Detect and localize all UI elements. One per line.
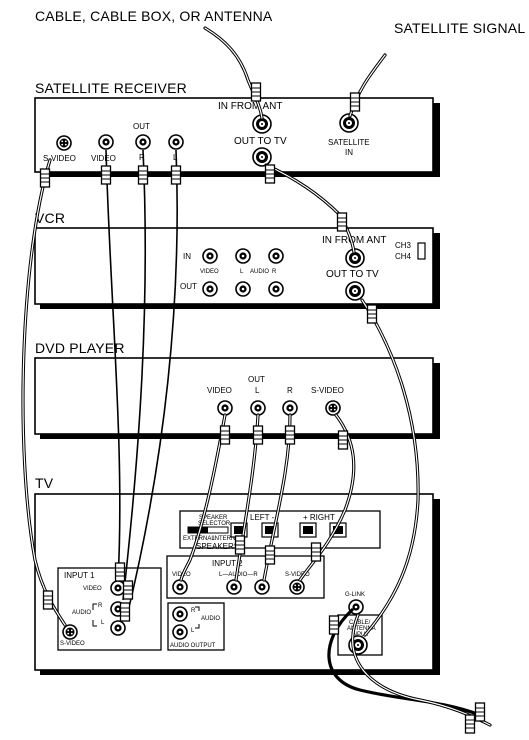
speaker-internal-label: INTERNAL <box>213 536 243 542</box>
cable-antenna-label-3: INPUT <box>351 632 369 638</box>
audio-output-label: AUDIO OUTPUT <box>170 643 216 649</box>
receiver-out-to-tv-label: OUT TO TV <box>234 136 287 147</box>
dvd-out-label: OUT <box>248 375 265 384</box>
vcr-out-to-tv-label: OUT TO TV <box>326 269 379 280</box>
vcr-audio-r-out-jack[interactable] <box>268 281 284 297</box>
input-2-audio-r-jack[interactable] <box>254 579 270 595</box>
vcr-r-label: R <box>272 269 277 275</box>
receiver-satellite-in-label-1: SATELLITE <box>328 138 370 147</box>
vcr-audio-r-in-jack[interactable] <box>268 248 284 264</box>
audio-output-l-jack[interactable] <box>172 624 188 640</box>
dvd-video-jack[interactable] <box>217 400 233 416</box>
vcr-video-label: VIDEO <box>200 269 219 275</box>
speaker-left-minus-label: LEFT - <box>250 513 275 522</box>
dvd-player: DVD PLAYER OUT VIDEO L R S-VIDEO <box>34 340 440 439</box>
cable-antenna-label-1: CABLE/ <box>349 620 371 626</box>
dvd-audio-r-jack[interactable] <box>282 400 298 416</box>
input-2-label: INPUT 2 <box>212 559 243 568</box>
vcr: VCR IN FROM ANT OUT TO TV CH3 CH4 IN OUT… <box>34 210 440 309</box>
vcr-ch3-label: CH3 <box>395 241 412 250</box>
receiver-s-video-label: S-VIDEO <box>43 154 76 163</box>
receiver-r-label: R <box>139 153 145 162</box>
input-1-label: INPUT 1 <box>64 571 95 580</box>
vcr-audio-l-in-jack[interactable] <box>235 248 251 264</box>
vcr-ch4-label: CH4 <box>395 252 412 261</box>
dvd-r-label: R <box>287 386 293 395</box>
input-2-video-jack[interactable] <box>172 579 188 595</box>
vcr-video-out-jack[interactable] <box>202 281 218 297</box>
input-2-audio-label: L—AUDIO—R <box>219 572 258 578</box>
tv-title: TV <box>35 475 54 491</box>
vcr-video-in-jack[interactable] <box>202 248 218 264</box>
receiver-video-jack[interactable] <box>98 134 114 150</box>
cable-source-label: CABLE, CABLE BOX, OR ANTENNA <box>35 8 273 24</box>
audio-output-r-label: R <box>191 608 196 614</box>
vcr-in-label: IN <box>183 252 191 261</box>
satellite-receiver: SATELLITE RECEIVER IN FROM ANT OUT TO TV… <box>34 80 440 177</box>
receiver-audio-r-jack[interactable] <box>135 134 151 150</box>
receiver-in-from-ant-label: IN FROM ANT <box>218 101 282 112</box>
g-link-label: G-LINK <box>345 592 365 598</box>
dvd-player-title: DVD PLAYER <box>35 340 125 356</box>
vcr-out-label: OUT <box>180 282 197 291</box>
speaker-selector-label-1: SPEAKER <box>199 515 228 521</box>
vcr-channel-switch[interactable] <box>417 242 426 260</box>
vcr-out-to-tv-jack[interactable] <box>345 281 365 301</box>
vcr-audio-label: AUDIO <box>250 269 269 275</box>
receiver-out-label: OUT <box>133 122 150 131</box>
input-2-audio-l-jack[interactable] <box>226 579 242 595</box>
vcr-audio-l-out-jack[interactable] <box>235 281 251 297</box>
satellite-signal-label: SATELLITE SIGNAL <box>394 20 525 36</box>
dvd-audio-l-jack[interactable] <box>250 400 266 416</box>
audio-output-l-label: L <box>191 628 195 634</box>
vcr-title: VCR <box>35 210 65 226</box>
input-1-s-video-label: S-VIDEO <box>60 641 85 647</box>
vcr-in-from-ant-label: IN FROM ANT <box>322 235 386 246</box>
input-1-audio-l-jack[interactable] <box>110 620 126 636</box>
cable-antenna-label-2: ANTENNA <box>347 626 376 632</box>
dvd-l-label: L <box>255 386 260 395</box>
cables <box>21 26 492 734</box>
speaker-selector-label-2: SELECTOR <box>198 521 231 527</box>
satellite-receiver-title: SATELLITE RECEIVER <box>35 80 187 96</box>
receiver-out-to-tv-jack[interactable] <box>252 147 272 167</box>
input-1-audio-label: AUDIO <box>72 610 91 616</box>
audio-output-r-jack[interactable] <box>172 606 188 622</box>
receiver-satellite-in-label-2: IN <box>345 148 353 157</box>
dvd-s-video-jack[interactable] <box>325 400 341 416</box>
audio-output-audio-label: AUDIO <box>201 616 220 622</box>
input-1-s-video-jack[interactable] <box>62 624 78 640</box>
receiver-s-video-jack[interactable] <box>56 135 72 151</box>
speaker-plus-right-label: + RIGHT <box>303 513 335 522</box>
input-1-r-label: R <box>98 603 103 609</box>
input-2-s-video-jack[interactable] <box>289 579 305 595</box>
receiver-video-label: VIDEO <box>91 154 116 163</box>
input-1-video-label: VIDEO <box>83 586 102 592</box>
input-2-s-video-label: S-VIDEO <box>285 572 310 578</box>
dvd-s-video-label: S-VIDEO <box>311 386 344 395</box>
receiver-audio-l-jack[interactable] <box>168 134 184 150</box>
vcr-l-label: L <box>240 269 244 275</box>
tv: TV SPEAKER SELECTOR EXTERNAL INTERNAL SP… <box>34 475 440 675</box>
speakers-label: SPEAKERS <box>196 542 239 551</box>
speaker-external-label: EXTERNAL <box>183 536 215 542</box>
dvd-video-label: VIDEO <box>207 386 232 395</box>
input-1-l-label: L <box>101 620 105 626</box>
